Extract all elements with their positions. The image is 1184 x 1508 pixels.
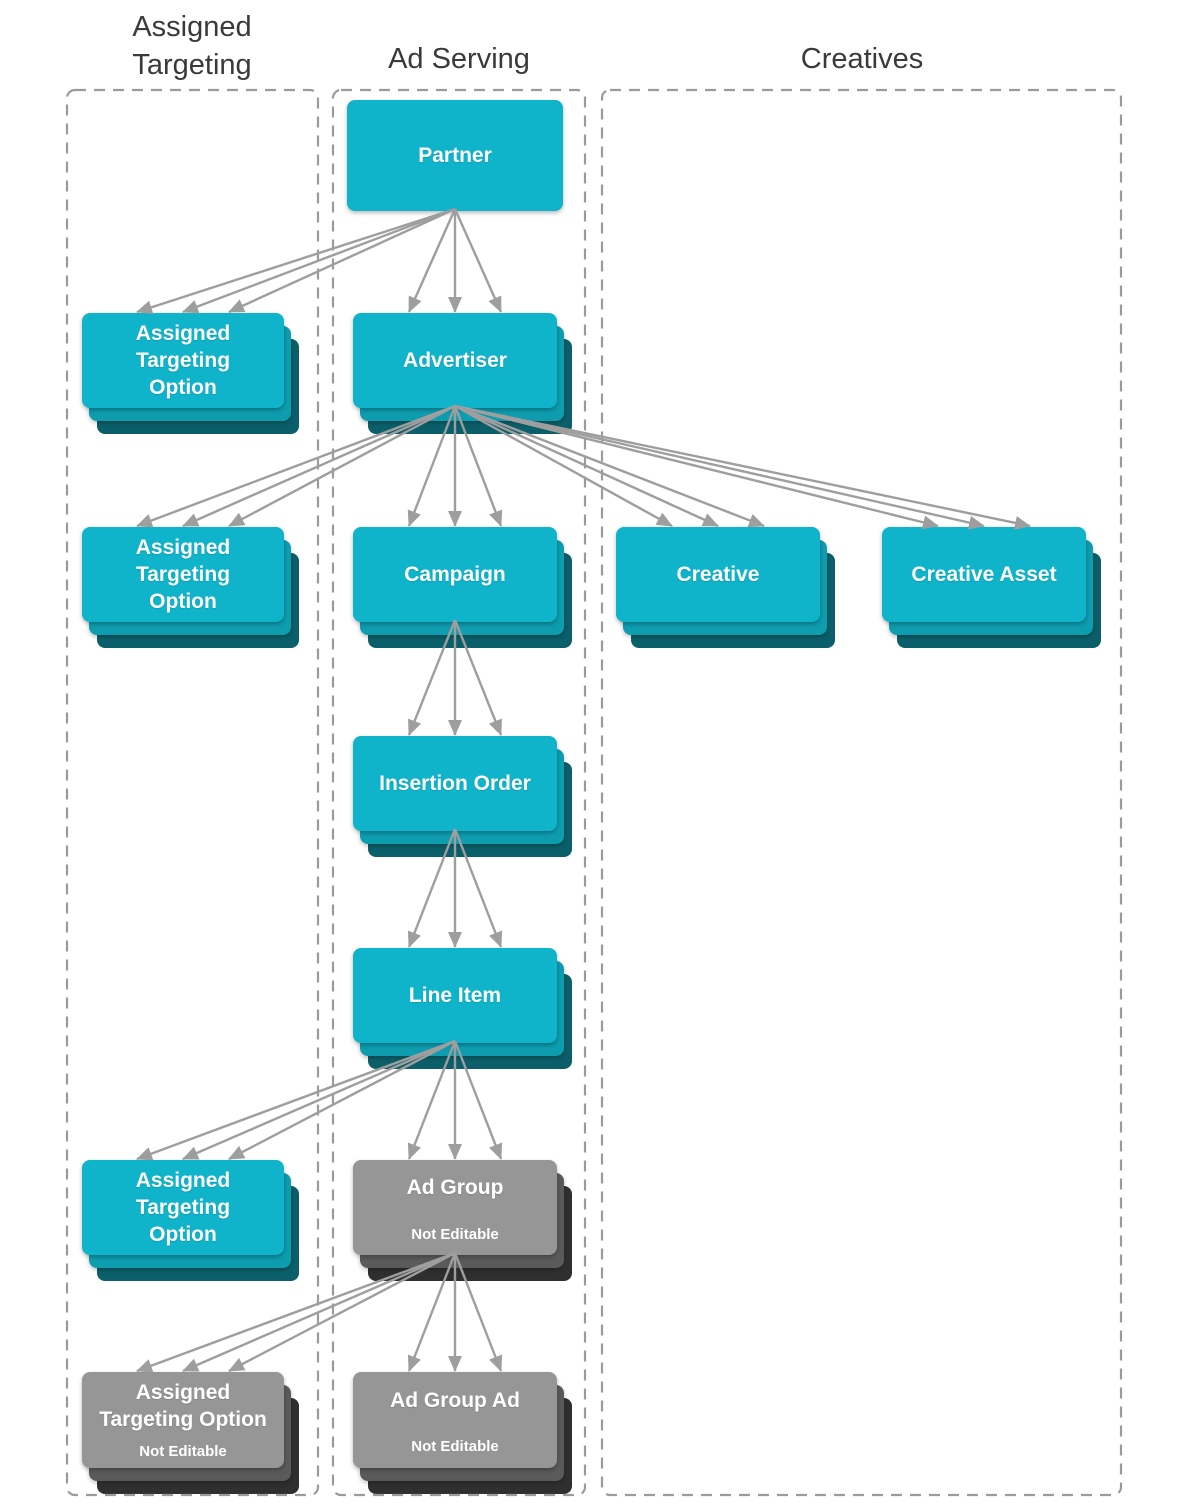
- node-label: Creative Asset: [911, 562, 1057, 586]
- node-ad-group-ad: Ad Group Ad Not Editable: [353, 1372, 572, 1494]
- node-assigned-targeting-option-not-editable: Assigned Targeting Option Not Editable: [82, 1372, 299, 1494]
- node-assigned-targeting-option-advertiser: Assigned Targeting Option: [82, 527, 299, 648]
- node-label: Line Item: [408, 983, 502, 1007]
- arrow-partner-to-ato1: [182, 207, 456, 314]
- column-border-assigned-targeting: [65, 88, 320, 1497]
- node-campaign: Campaign: [353, 527, 572, 648]
- node-label: Ad Group: [406, 1176, 504, 1200]
- node-sublabel: Not Editable: [411, 1225, 499, 1243]
- node-ad-group: Ad Group Not Editable: [353, 1160, 572, 1281]
- node-insertion-order: Insertion Order: [353, 736, 572, 857]
- arrow-partner-to-ato1: [228, 207, 456, 314]
- node-line-item: Line Item: [353, 948, 572, 1069]
- node-label: Assigned Targeting Option: [99, 1381, 267, 1431]
- node-label: Insertion Order: [379, 771, 531, 795]
- arrow-partner-to-advertiser: [453, 208, 503, 313]
- node-creative: Creative: [616, 527, 835, 648]
- node-label: Assigned Targeting Option: [135, 535, 231, 614]
- node-creative-asset: Creative Asset: [882, 527, 1101, 648]
- node-label: Partner: [418, 143, 492, 167]
- node-label: Advertiser: [403, 348, 507, 372]
- arrow-partner-to-advertiser: [407, 208, 457, 313]
- column-header-creatives: Creatives: [800, 43, 924, 75]
- column-header-assigned-targeting: Assigned Targeting: [132, 11, 252, 82]
- node-label: Creative: [676, 562, 760, 586]
- node-partner: Partner: [347, 100, 563, 211]
- node-sublabel: Not Editable: [411, 1438, 499, 1456]
- node-label: Assigned Targeting Option: [135, 1168, 231, 1247]
- node-sublabel: Not Editable: [139, 1442, 227, 1460]
- column-header-ad-serving: Ad Serving: [388, 43, 530, 75]
- node-label: Campaign: [404, 562, 506, 586]
- node-assigned-targeting-option-partner: Assigned Targeting Option: [82, 313, 299, 434]
- node-label: Assigned Targeting Option: [135, 321, 231, 400]
- column-borders: [65, 88, 1123, 1497]
- column-border-creatives: [600, 88, 1123, 1497]
- arrow-partner-to-ato1: [136, 207, 456, 315]
- node-partner-face: Partner: [347, 100, 563, 211]
- node-assigned-targeting-option-line-item: Assigned Targeting Option: [82, 1160, 299, 1281]
- node-label: Ad Group Ad: [390, 1388, 520, 1412]
- node-advertiser: Advertiser: [353, 313, 572, 434]
